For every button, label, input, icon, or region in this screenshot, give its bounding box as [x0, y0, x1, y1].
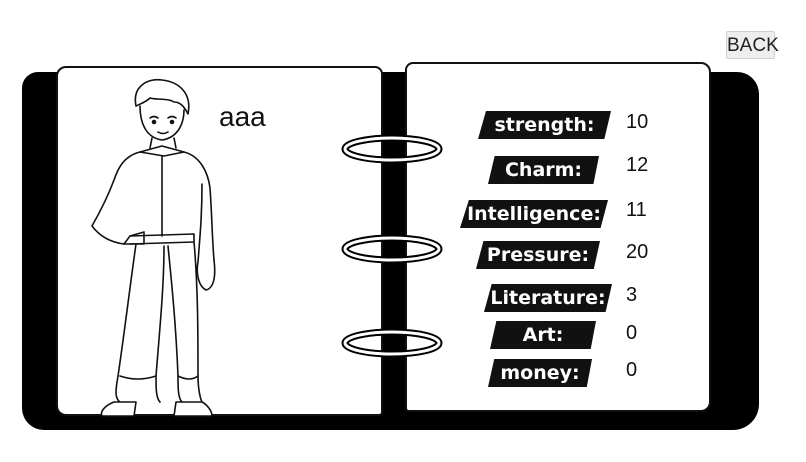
stat-value-literature: 3 — [626, 284, 638, 306]
binder-ring-middle — [341, 234, 443, 264]
stat-label-intelligence: Intelligence: — [460, 200, 608, 228]
binder-ring-top — [341, 134, 443, 164]
character-name: aaa — [219, 101, 266, 132]
back-button[interactable]: BACK — [726, 31, 779, 59]
stat-value-charm: 12 — [626, 154, 649, 176]
stat-label-charm: Charm: — [488, 156, 599, 184]
stat-label-art: Art: — [490, 321, 596, 349]
stat-value-art: 0 — [626, 322, 638, 344]
character-portrait — [91, 78, 216, 417]
stat-value-pressure: 20 — [626, 241, 649, 263]
stat-value-money: 0 — [626, 359, 638, 381]
binder-ring-bottom — [341, 328, 443, 358]
stat-label-money: money: — [488, 359, 592, 387]
stat-label-literature: Literature: — [484, 284, 612, 312]
stat-label-pressure: Pressure: — [476, 241, 600, 269]
stat-value-strength: 10 — [626, 111, 649, 133]
stat-label-strength: strength: — [478, 111, 611, 139]
stat-value-intelligence: 11 — [626, 199, 647, 221]
